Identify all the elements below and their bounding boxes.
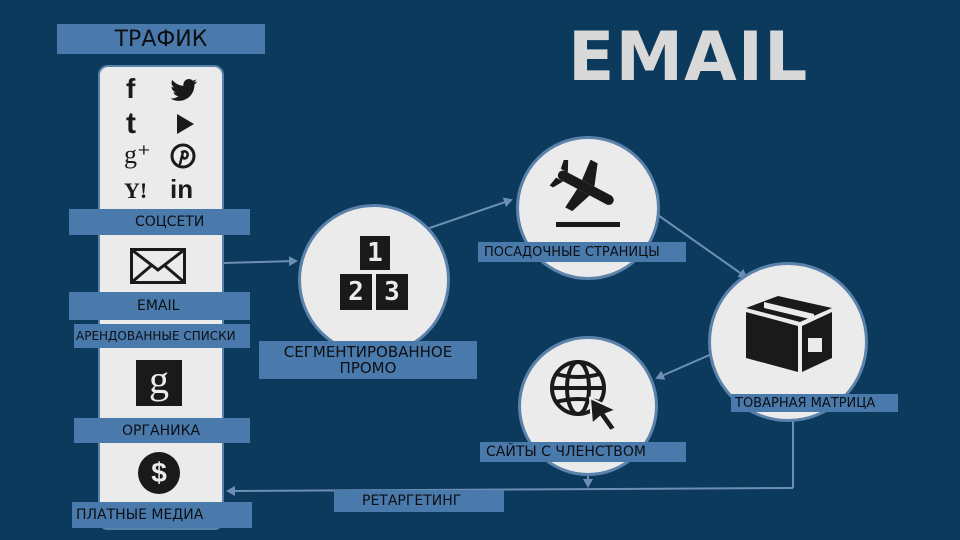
linkedin-glyph: in [170,174,194,204]
pinterest-icon [170,143,196,169]
dollar-icon: $ [138,452,180,494]
retargeting-label: РЕТАРГЕТИНГ [334,490,504,512]
podium-first-digit: 1 [367,238,383,268]
retargeting-label-text: РЕТАРГЕТИНГ [362,493,462,509]
page-title: EMAIL [568,18,809,97]
yahoo-icon: Y! [124,176,164,206]
youtube-play-icon [177,114,194,134]
social-label-text: СОЦСЕТИ [135,214,205,230]
dollar-glyph: $ [151,457,167,488]
podium-icon: 1 2 3 [340,236,412,310]
podium-second-digit: 2 [348,277,364,307]
arrow-segmented-to-landing [417,197,513,233]
paid-media-label: ПЛАТНЫЕ МЕДИА [72,502,252,528]
arrow-email-to-segmented [223,256,298,267]
google-plus-glyph: g⁺ [124,140,151,169]
product-matrix-label: ТОВАРНАЯ МАТРИЦА [731,394,898,412]
podium-third: 3 [376,274,408,310]
facebook-icon: f [126,74,144,104]
product-matrix-label-text: ТОВАРНАЯ МАТРИЦА [735,395,876,411]
envelope-icon [130,248,186,284]
rented-lists-label-text: АРЕНДОВАННЫЕ СПИСКИ [76,329,236,343]
segmented-promo-line1: СЕГМЕНТИРОВАННОЕ [283,342,453,361]
traffic-title: ТРАФИК [57,24,265,54]
arrow-back-to-traffic [226,485,794,496]
facebook-glyph: f [126,73,136,104]
globe-cursor-icon [550,360,619,433]
yahoo-glyph: Y! [124,178,148,203]
podium-first: 1 [360,236,390,270]
arrow-product-to-membership [655,352,715,380]
social-label: СОЦСЕТИ [69,209,250,235]
landing-pages-label-text: ПОСАДОЧНЫЕ СТРАНИЦЫ [484,244,660,260]
podium-second: 2 [340,274,372,310]
rented-lists-label: АРЕНДОВАННЫЕ СПИСКИ [74,324,250,348]
membership-sites-label: САЙТЫ С ЧЛЕНСТВОМ [480,442,686,462]
paid-media-label-text: ПЛАТНЫЕ МЕДИА [76,507,204,523]
plane-landing-icon [549,160,620,227]
twitter-icon [170,79,197,101]
email-label: EMAIL [69,292,250,320]
membership-sites-label-text: САЙТЫ С ЧЛЕНСТВОМ [486,444,646,460]
segmented-node [298,204,450,356]
google-icon: g [136,360,182,406]
segmented-promo-line2: ПРОМО [339,359,397,377]
organic-label-text: ОРГАНИКА [122,422,201,439]
google-glyph: g [149,357,169,402]
podium-third-digit: 3 [384,277,400,307]
arrow-landing-to-product [654,212,748,279]
email-label-text: EMAIL [137,298,180,314]
organic-label: ОРГАНИКА [74,418,250,443]
landing-pages-label: ПОСАДОЧНЫЕ СТРАНИЦЫ [478,242,686,262]
google-plus-icon: g⁺ [124,140,160,170]
segmented-promo-label: СЕГМЕНТИРОВАННОЕ ПРОМО [259,341,477,379]
tumblr-glyph: t [126,107,136,140]
linkedin-icon: in [170,174,204,204]
tumblr-icon: t [126,108,146,140]
box-icon [746,296,832,372]
